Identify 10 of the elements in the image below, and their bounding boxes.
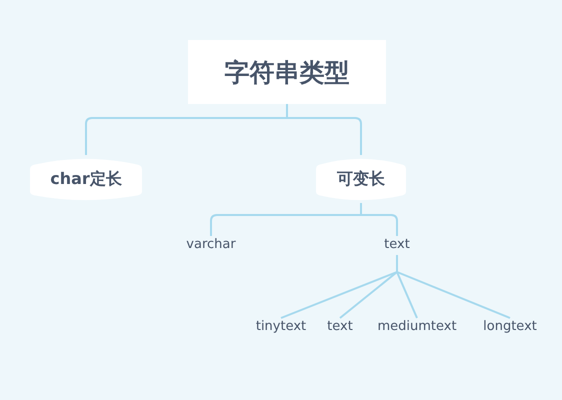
topic-label: longtext <box>480 318 540 335</box>
topic-label: text <box>325 318 355 335</box>
topic-label: text <box>379 236 415 253</box>
connector-line <box>360 203 398 236</box>
topic-label: mediumtext <box>372 318 462 335</box>
connector-line <box>286 104 362 155</box>
topic-label: tinytext <box>252 318 310 335</box>
title-box: 字符串类型 <box>188 40 386 104</box>
topic-label: varchar <box>181 236 241 253</box>
connector-line <box>396 255 510 319</box>
